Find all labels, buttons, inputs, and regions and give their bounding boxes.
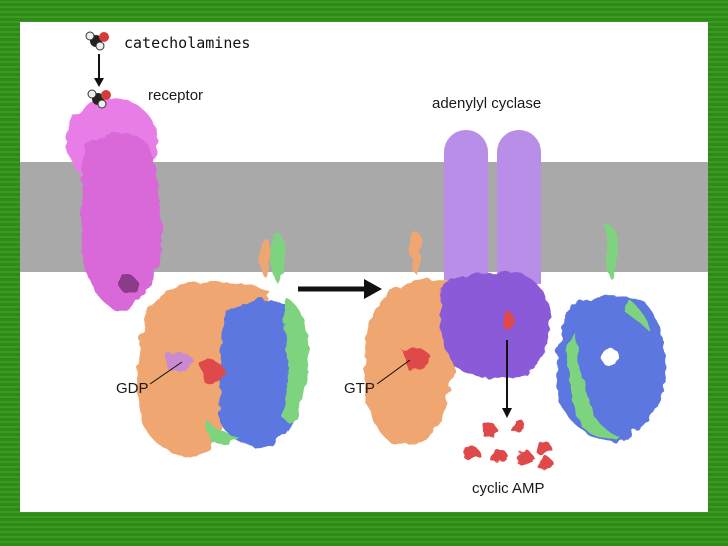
catecholamine-molecule-bound <box>87 89 111 109</box>
receptor-label: receptor <box>148 87 204 104</box>
signaling-diagram <box>20 31 708 470</box>
catecholamine-molecule-top <box>85 31 109 51</box>
lipid-anchor-middle <box>409 231 422 274</box>
lipid-anchor-left <box>259 233 285 284</box>
adenylyl-cyclase-catalytic <box>440 271 550 379</box>
catecholamines-label: catecholamines <box>124 34 251 52</box>
catecholamines-label-box <box>116 30 312 60</box>
g-protein-inactive <box>136 283 309 458</box>
gdp-label: GDP <box>116 380 149 397</box>
lipid-anchor-right <box>605 226 618 280</box>
cyclic-amp-label: cyclic AMP <box>472 480 545 497</box>
adenylyl-cyclase-label: adenylyl cyclase <box>432 95 542 112</box>
slide: catecholamines receptor adenylyl cyclase… <box>20 22 708 512</box>
cyclic-amp-molecules <box>464 418 554 470</box>
catecholamine-arrow <box>94 54 104 87</box>
gtp-leader-line <box>376 359 411 385</box>
g-beta-gamma-free <box>556 295 666 442</box>
cyclic-amp-arrow <box>502 340 512 418</box>
adenylyl-cyclase-transmembrane <box>444 130 541 284</box>
gtp-label: GTP <box>344 380 375 397</box>
gdp-leader-line <box>149 361 183 385</box>
receptor-protein <box>66 98 162 312</box>
transition-arrow <box>298 279 382 299</box>
